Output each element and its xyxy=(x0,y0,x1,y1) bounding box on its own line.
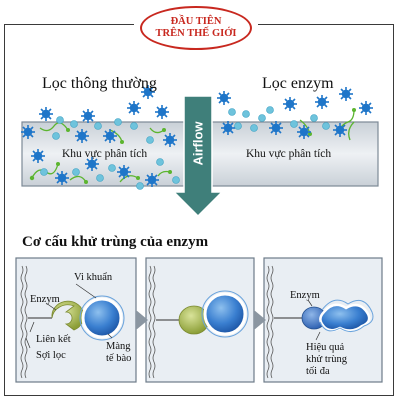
world-first-badge: ĐẦU TIÊN TRÊN THẾ GIỚI xyxy=(140,6,252,50)
enzyme-icon xyxy=(51,300,85,331)
effect-label-1: Hiệu quả xyxy=(306,342,345,353)
badge-line-1: ĐẦU TIÊN xyxy=(170,16,222,27)
membrane-label-2: tế bào xyxy=(106,353,132,364)
bond-label: Liên kết xyxy=(36,334,71,345)
badge-line-2: TRÊN THẾ GIỚI xyxy=(155,28,237,39)
arrow-right-icon xyxy=(136,310,266,330)
analysis-zone-right: Khu vực phân tích xyxy=(246,148,332,160)
airflow-label-wrap: Airflow xyxy=(184,108,212,178)
bacteria-label: Vi khuẩn xyxy=(74,272,113,283)
arrow-down-icon xyxy=(172,95,224,218)
enzyme-label: Enzym xyxy=(30,294,60,305)
badge-wrapper: ĐẦU TIÊN TRÊN THẾ GIỚI xyxy=(134,4,258,54)
airflow-label: Airflow xyxy=(190,120,206,166)
analysis-zone-left: Khu vực phân tích xyxy=(62,148,148,160)
bacterium-icon xyxy=(81,297,123,339)
bacterium-icon xyxy=(203,292,247,336)
normal-filter-label: Lọc thông thường xyxy=(42,75,157,92)
panel1-scene xyxy=(25,283,125,349)
bacterium-icon xyxy=(319,303,371,332)
mechanism-title: Cơ cấu khử trùng của enzym xyxy=(22,234,209,250)
enzyme-filter-label: Lọc enzym xyxy=(262,75,334,92)
panel3-scene xyxy=(274,299,374,341)
beads-right xyxy=(228,106,330,132)
enzyme-label-panel3: Enzym xyxy=(290,290,320,301)
effect-label-3: tối đa xyxy=(306,366,330,377)
membrane-label-1: Màng xyxy=(106,341,131,352)
beads-left xyxy=(40,116,180,190)
panel2-scene xyxy=(156,290,249,338)
fiber-label: Sợi lọc xyxy=(36,350,66,361)
filter-fiber-lines xyxy=(20,265,274,379)
effect-label-2: khử trùng xyxy=(306,354,347,365)
